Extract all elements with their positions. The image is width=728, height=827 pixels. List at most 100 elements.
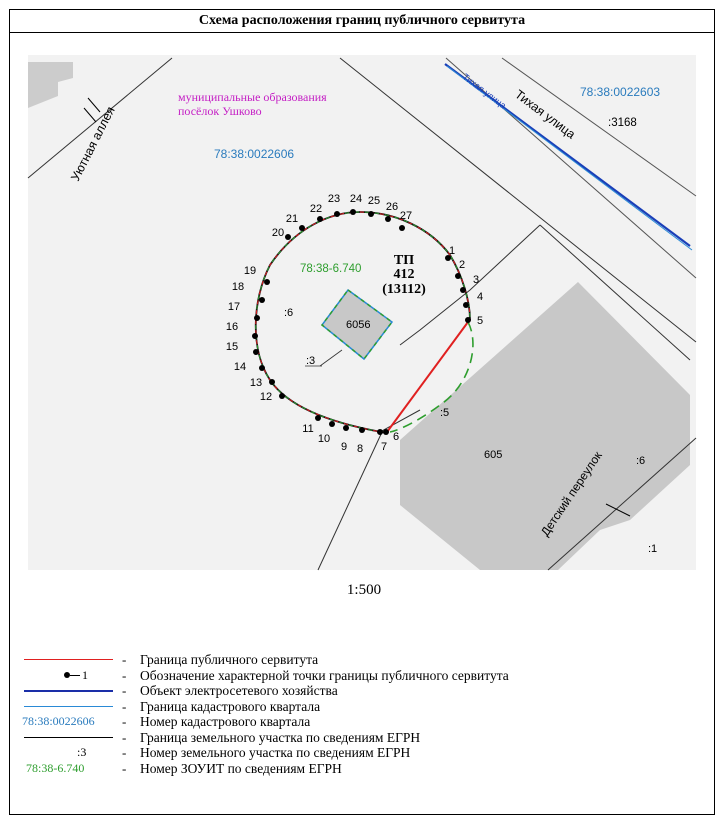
- point-number-label: 27: [400, 210, 412, 222]
- characteristic-point: [253, 349, 259, 355]
- blue-line-symbol: [24, 705, 113, 707]
- alley-arrow: [83, 107, 97, 123]
- point-number-label: 8: [357, 443, 363, 455]
- municipal-label-2: посёлок Ушково: [178, 104, 262, 118]
- black-line-symbol: [24, 736, 113, 738]
- parcel-1-label: :1: [648, 543, 657, 555]
- point-number-label: 22: [310, 203, 322, 215]
- characteristic-point: [383, 429, 389, 435]
- characteristic-point: [259, 297, 265, 303]
- characteristic-point: [269, 379, 275, 385]
- point-number-label: 12: [260, 391, 272, 403]
- legend-text: Обозначение характерной точки границы пу…: [140, 667, 509, 683]
- point-number-label: 16: [226, 321, 238, 333]
- characteristic-point: [285, 234, 291, 240]
- point-number-label: 9: [341, 441, 347, 453]
- point-leader: [70, 674, 80, 676]
- legend-row-quarter: - Граница кадастрового квартала: [22, 699, 712, 715]
- characteristic-point: [445, 255, 451, 261]
- alley-edge: [27, 57, 173, 179]
- parcel-line-inner: [399, 224, 541, 346]
- building-6056-label: 6056: [346, 319, 370, 331]
- characteristic-point: [368, 211, 374, 217]
- parcel-line-south: [317, 431, 383, 571]
- point-number-label: 24: [350, 193, 362, 205]
- legend-row-power: - Объект электросетевого хозяйства: [22, 683, 712, 699]
- legend-row-easement: - Граница публичного сервитута: [22, 652, 712, 668]
- point-number-label: 19: [244, 265, 256, 277]
- parcel-6-right-label: :6: [636, 455, 645, 467]
- characteristic-point: [254, 315, 260, 321]
- tikhaya-edge-2: [501, 57, 697, 197]
- legend-row-parcel-number: :3 - Номер земельного участка по сведени…: [77, 745, 411, 760]
- legend-text: Номер ЗОУИТ по сведениям ЕГРН: [140, 760, 342, 776]
- legend-text: Граница публичного сервитута: [140, 652, 319, 667]
- point-number-label: 1: [449, 245, 455, 257]
- sheet-frame: [9, 9, 715, 815]
- power-line: [444, 63, 691, 247]
- building-605: [400, 282, 690, 570]
- parcel-6-label: :6: [284, 307, 293, 319]
- legend-row-zouit: 78:38-6.740 - Номер ЗОУИТ по сведениям Е…: [26, 760, 342, 776]
- point-number-label: 13: [250, 377, 262, 389]
- tp-label-1: ТП: [394, 253, 414, 268]
- point-number-label: 18: [232, 281, 244, 293]
- building-top-left: [28, 62, 73, 108]
- characteristic-point: [460, 287, 466, 293]
- characteristic-point: [399, 225, 405, 231]
- point-number-label: 6: [393, 431, 399, 443]
- characteristic-points: [252, 209, 471, 435]
- characteristic-point: [343, 425, 349, 431]
- characteristic-point: [252, 333, 258, 339]
- characteristic-point: [385, 216, 391, 222]
- alley-arrow-2: [87, 97, 101, 113]
- characteristic-point: [334, 211, 340, 217]
- tp-label-2: 412: [394, 267, 415, 282]
- quarter-boundary-tikhaya: [446, 65, 693, 251]
- point-number-label: 7: [381, 441, 387, 453]
- characteristic-point: [455, 273, 461, 279]
- legend-text: Номер кадастрового квартала: [140, 714, 311, 729]
- characteristic-point: [279, 393, 285, 399]
- detsky-edge: [547, 437, 697, 571]
- point-number-label: 23: [328, 193, 340, 205]
- zouit-number-label: 78:38-6.740: [300, 263, 361, 275]
- tp-zouit: [320, 288, 394, 361]
- legend-text: Граница земельного участка по сведениям …: [140, 729, 421, 745]
- parcel-3168-label: :3168: [608, 117, 637, 129]
- sheet-title: Схема расположения границ публичного сер…: [9, 9, 715, 33]
- detsky-arrow: [605, 503, 631, 517]
- parcel-line-south-2: [379, 409, 421, 433]
- legend-text: Номер земельного участка по сведениям ЕГ…: [140, 745, 411, 760]
- legend-text: Объект электросетевого хозяйства: [140, 683, 338, 698]
- characteristic-point: [377, 429, 383, 435]
- point-number-label: 14: [234, 361, 246, 373]
- point-number-label: 17: [228, 301, 240, 313]
- parcel-5-label: :5: [440, 407, 449, 419]
- parcel-3-label: :3: [306, 355, 315, 367]
- parcel-line-east: [539, 224, 691, 361]
- legend-row-quarter-number: 78:38:0022606 - Номер кадастрового кварт…: [22, 714, 311, 729]
- point-number-label: 15: [226, 341, 238, 353]
- easement-chord: [386, 321, 469, 433]
- quarter-number-top: 78:38:0022603: [580, 85, 660, 99]
- scale-label: 1:500: [346, 582, 382, 598]
- leader-3: [319, 349, 343, 367]
- point-number-label: 20: [272, 227, 284, 239]
- point-number-label: 5: [477, 315, 483, 327]
- red-line-symbol: [24, 659, 113, 660]
- tp-label-3: (13112): [382, 282, 426, 297]
- point-number-label: 11: [302, 423, 313, 435]
- legend: - Граница публичного сервитута 1 - Обозн…: [22, 652, 712, 776]
- characteristic-point: [259, 365, 265, 371]
- legend-row-parcel-border: - Граница земельного участка по сведения…: [22, 730, 712, 746]
- point-number-label: 3: [473, 274, 479, 286]
- building-605-label: 605: [484, 449, 502, 461]
- point-number-label: 4: [477, 291, 483, 303]
- characteristic-point: [317, 216, 323, 222]
- characteristic-point: [315, 415, 321, 421]
- point-number-label: 25: [368, 195, 380, 207]
- characteristic-point: [463, 302, 469, 308]
